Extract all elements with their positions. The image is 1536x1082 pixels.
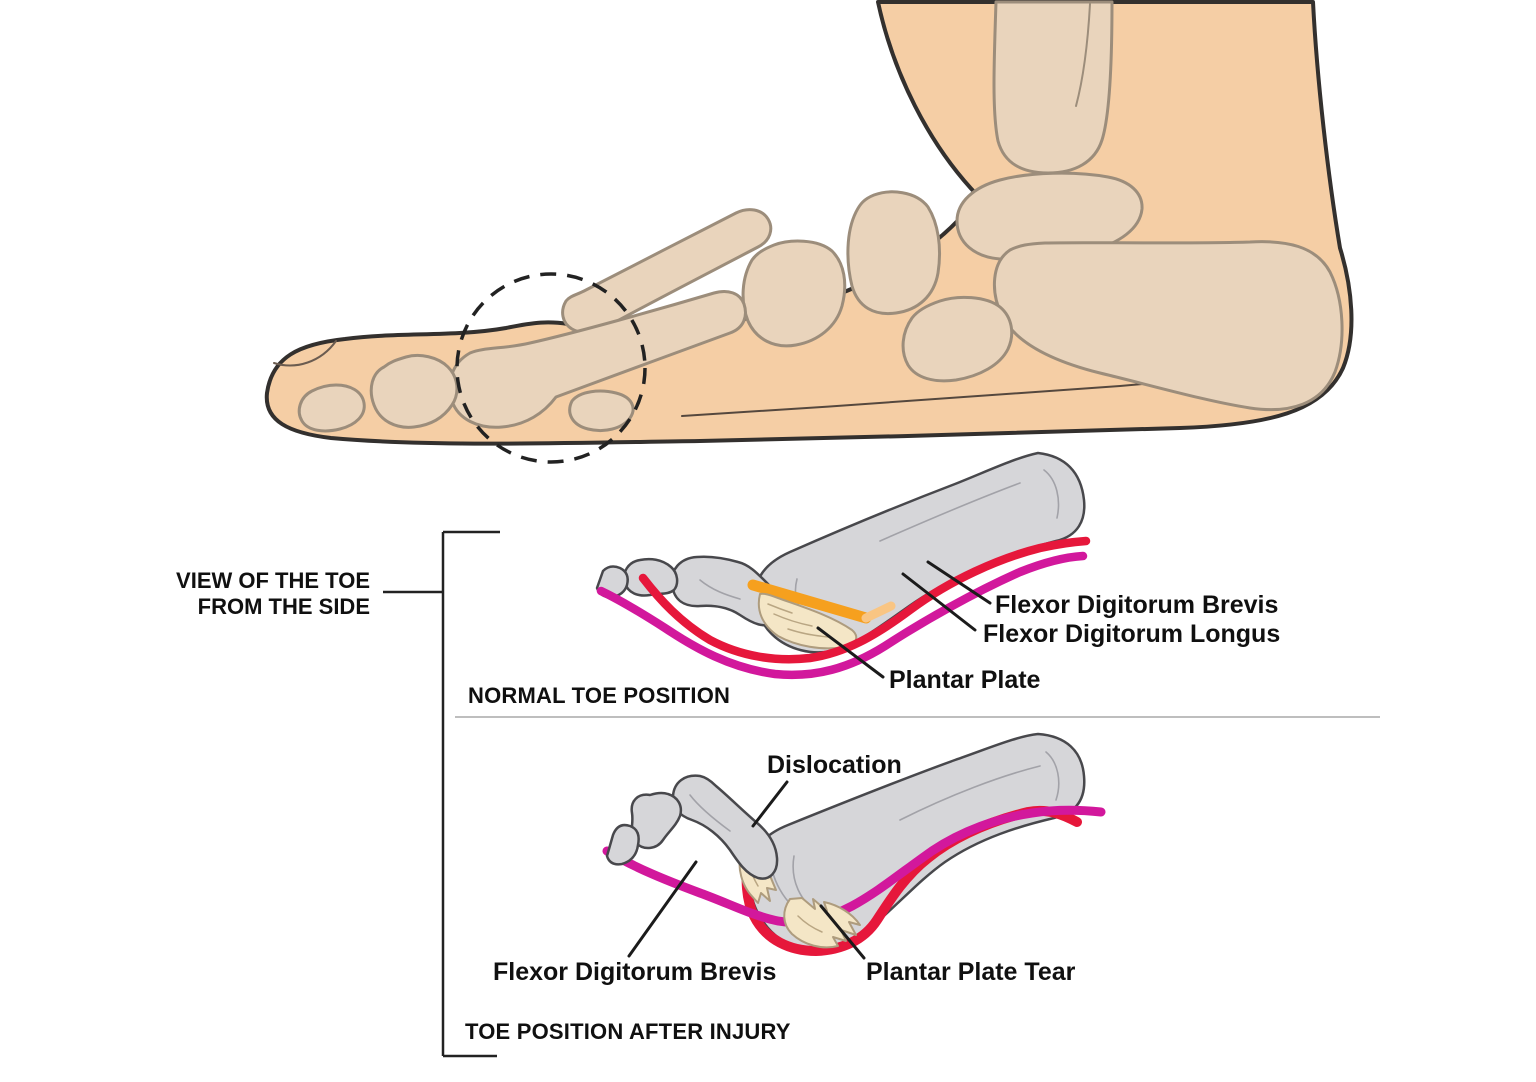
injury-proximal-phalanx-detail	[689, 794, 731, 832]
normal-metatarsal-bone	[754, 451, 1086, 654]
pointer-plantar-plate-tear	[819, 904, 866, 960]
normal-flexor-digitorum-longus-tendon	[596, 551, 1088, 680]
calcaneus-bone	[992, 240, 1344, 412]
normal-proximal-phalanx-detail	[699, 579, 741, 600]
injury-middle-phalanx	[630, 791, 683, 850]
pointer-brevis-normal	[926, 560, 992, 605]
caption-normal-toe-position: NORMAL TOE POSITION	[468, 683, 731, 708]
foot-overview	[264, 0, 1354, 464]
normal-toe-diagram	[595, 451, 1091, 680]
injury-distal-phalanx	[605, 823, 640, 866]
cuboid-bone	[901, 295, 1014, 383]
injured-toe-diagram	[602, 732, 1106, 960]
normal-ligament-orange-tip	[861, 601, 896, 623]
big-toe-proximal-phalanx	[369, 353, 459, 429]
toe-joint-focus-circle	[455, 272, 647, 464]
toenail-line	[273, 340, 337, 367]
sesamoid-bone	[568, 389, 635, 433]
injury-metatarsal-detail	[771, 751, 1060, 929]
side-view-bracket	[383, 530, 500, 1058]
normal-flexor-digitorum-brevis-tendon	[638, 536, 1091, 664]
label-dislocation: Dislocation	[767, 751, 902, 779]
side-view-label-line1: VIEW OF THE TOE	[176, 568, 370, 593]
label-flexor-digitorum-brevis-injury: Flexor Digitorum Brevis	[493, 958, 777, 986]
big-toe-distal-phalanx	[297, 383, 366, 433]
pointer-plantar-plate	[816, 626, 885, 679]
normal-plantar-plate-hatching	[767, 603, 829, 638]
injury-plantar-plate-piece-torn	[783, 897, 861, 949]
tibia-bone	[992, 0, 1114, 175]
label-plantar-plate-tear: Plantar Plate Tear	[866, 958, 1076, 986]
first-metatarsal-bone	[448, 289, 747, 429]
label-flexor-digitorum-brevis-normal: Flexor Digitorum Brevis	[995, 591, 1279, 619]
label-plantar-plate-normal: Plantar Plate	[889, 666, 1041, 694]
label-flexor-digitorum-longus-normal: Flexor Digitorum Longus	[983, 620, 1281, 648]
tibia-detail-line	[1075, 3, 1091, 107]
pointer-longus-normal	[901, 572, 977, 632]
pointer-dislocation	[751, 780, 789, 828]
side-view-label-line2: FROM THE SIDE	[197, 594, 370, 619]
cuneiform-bone	[741, 239, 847, 348]
injury-flexor-digitorum-brevis-tendon	[602, 805, 1106, 927]
normal-metatarsal-detail	[781, 469, 1060, 641]
caption-toe-position-after-injury: TOE POSITION AFTER INJURY	[465, 1019, 791, 1044]
side-view-label: VIEW OF THE TOE FROM THE SIDE	[140, 568, 370, 620]
plantar-fascia-line	[681, 379, 1189, 417]
navicular-bone	[846, 190, 942, 316]
normal-ligament-orange	[747, 579, 872, 624]
pointer-brevis-injury	[627, 860, 698, 958]
